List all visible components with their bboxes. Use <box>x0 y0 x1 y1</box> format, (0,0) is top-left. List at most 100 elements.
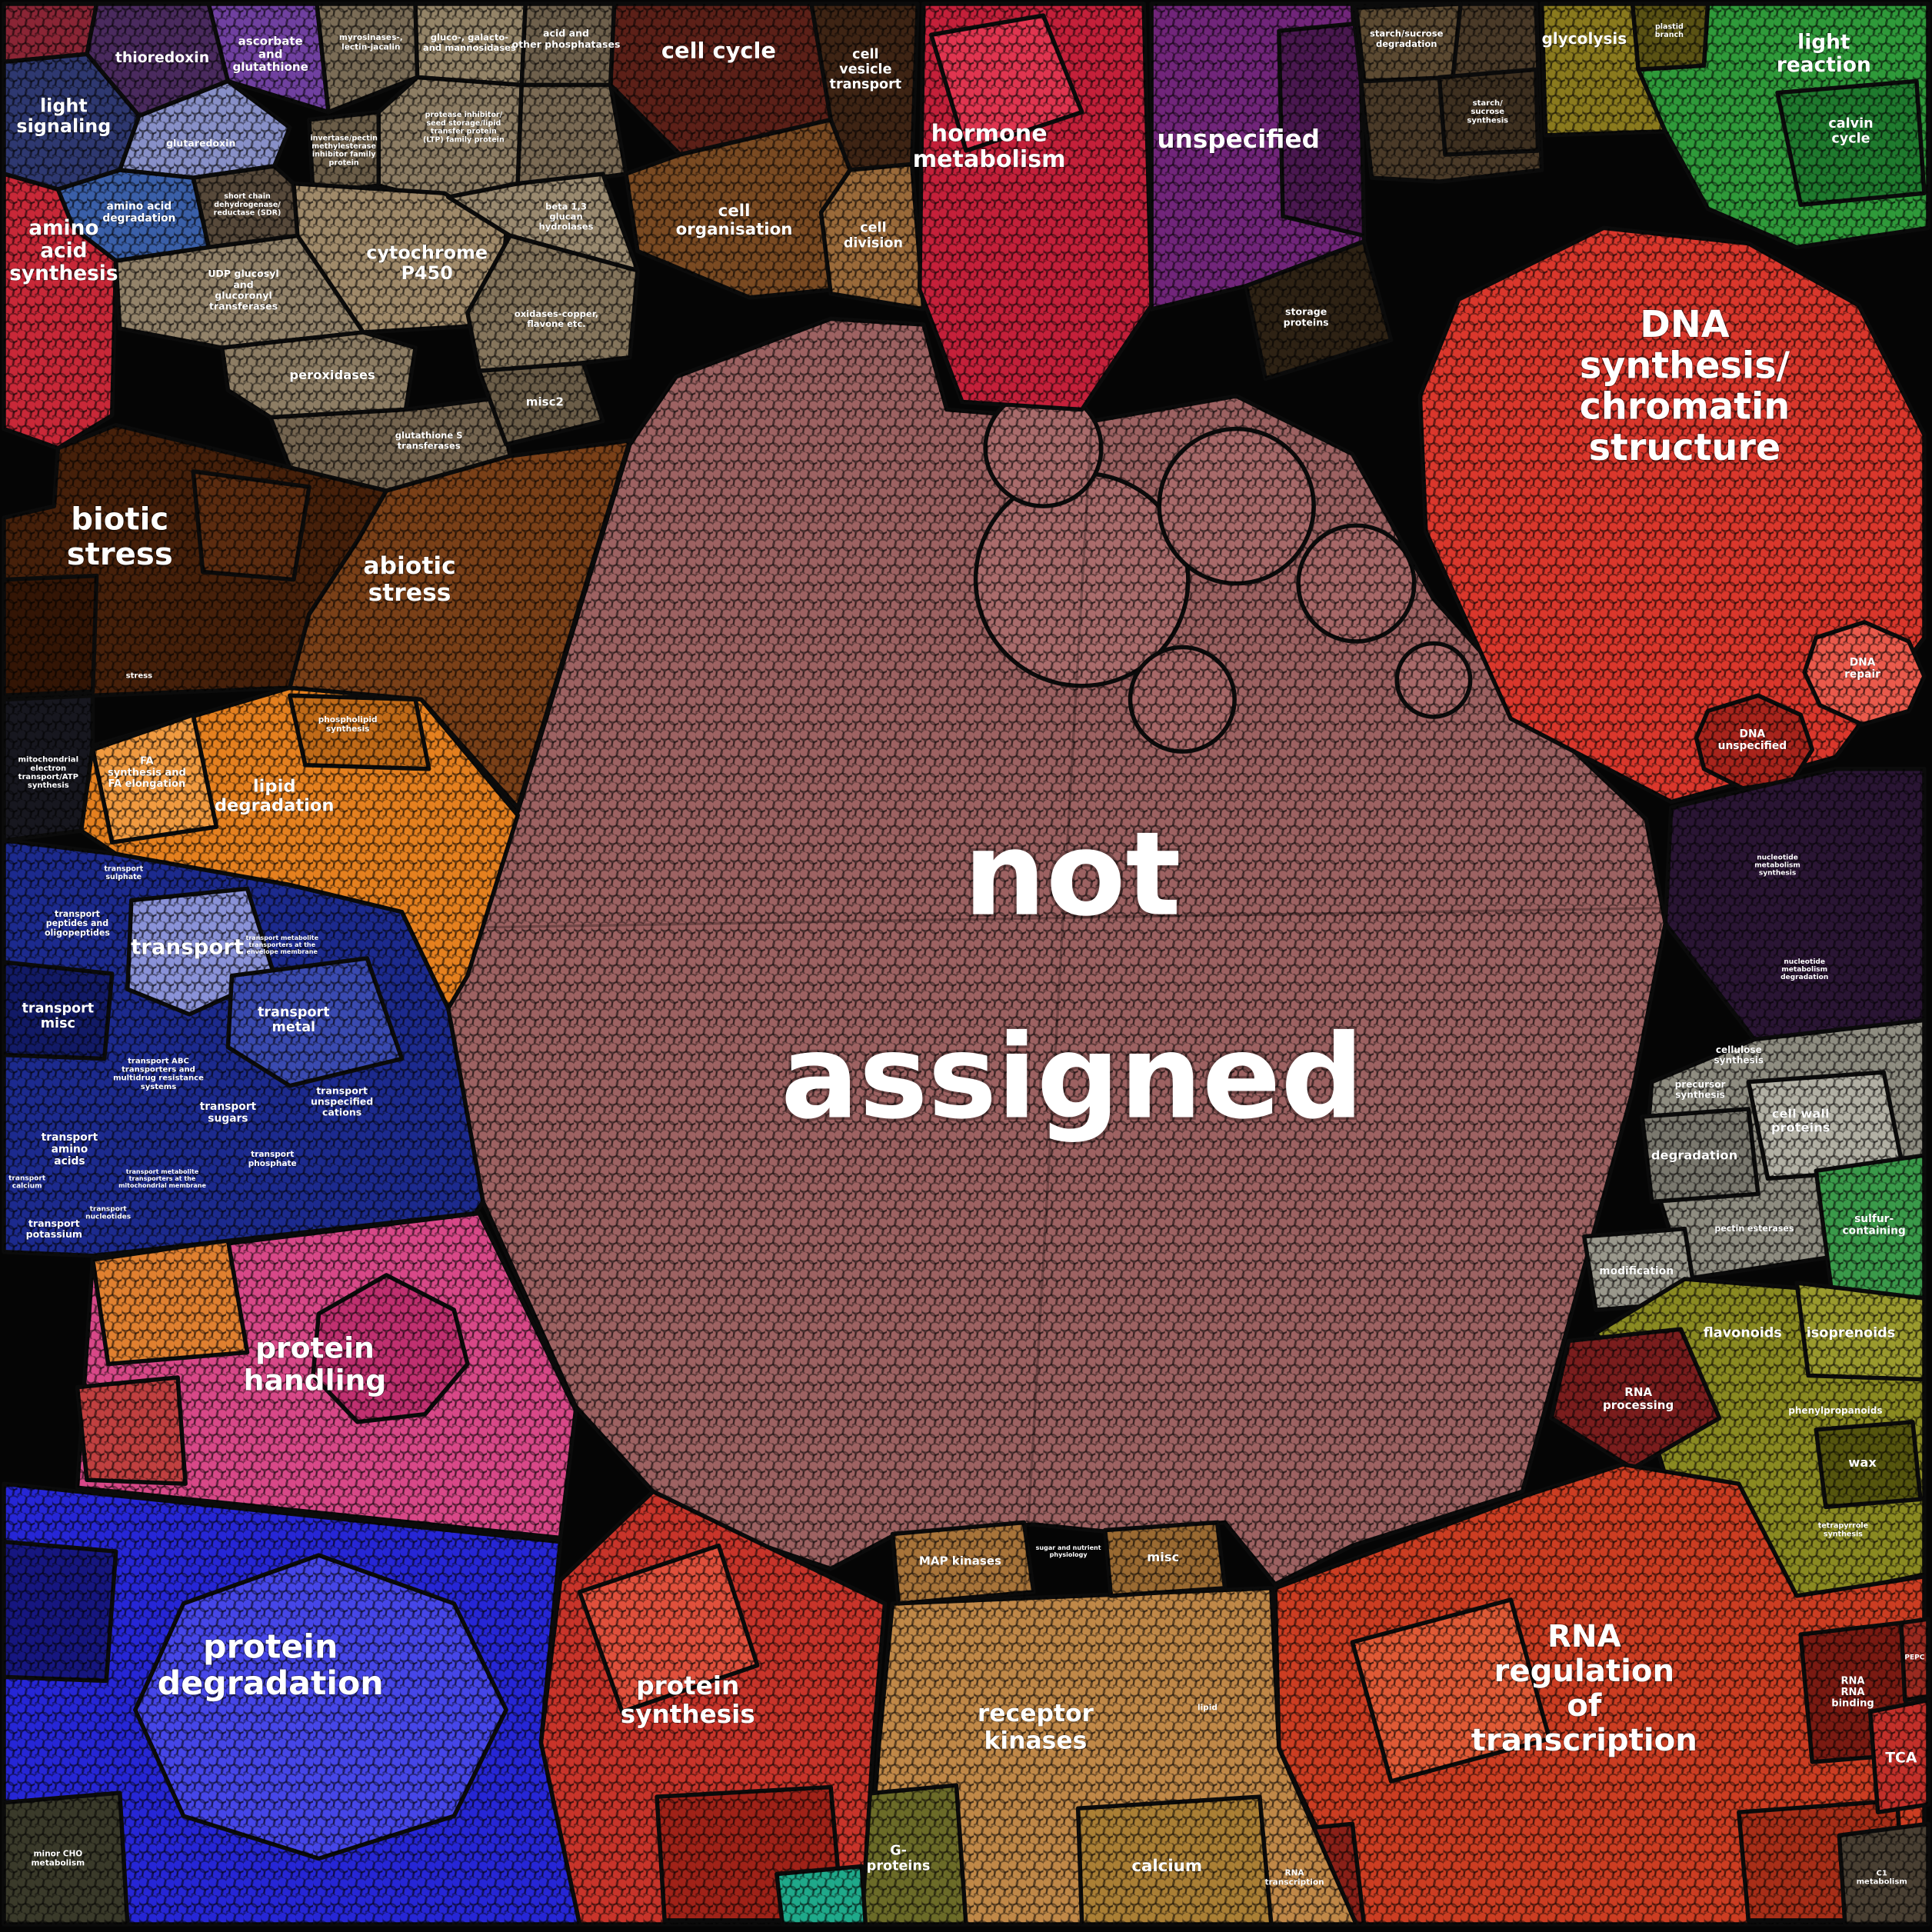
region-nucleotide-metabolism-texture <box>1665 768 1924 1040</box>
region-plastid-branch-texture <box>1632 4 1708 70</box>
label-g: G-proteins <box>867 1844 931 1874</box>
region-teal-patch-texture <box>776 1866 866 1924</box>
center-divider-2 <box>1022 421 1093 1601</box>
region-mitochondrial-electron-transport-texture <box>4 695 93 841</box>
region-fa-synthesis-patch-texture <box>92 715 217 843</box>
region-amino-acid-degradation-texture <box>58 170 209 261</box>
region-biotic-mid-texture <box>193 471 309 580</box>
label-stress: stress <box>126 672 152 681</box>
label-gluco-galacto: gluco-, galacto-and mannosidases <box>423 32 516 53</box>
label-pepc: PEPC <box>1904 1654 1924 1661</box>
region-center-blob-1-texture <box>975 473 1188 686</box>
region-biotic-dark-texture <box>4 575 97 696</box>
label-degradation: degradation <box>1651 1148 1737 1163</box>
label-calcium: calcium <box>1131 1857 1202 1876</box>
region-acid-other-phosphatases-texture <box>521 4 615 85</box>
region-starch-sucrose-degradation-texture <box>1356 4 1461 82</box>
label-misc: misc <box>1147 1550 1179 1564</box>
label-flavonoids: flavonoids <box>1704 1325 1782 1341</box>
region-cell-vesicle-transport-texture <box>811 4 918 171</box>
region-phospholipid-patch-texture <box>289 695 429 769</box>
region-rna-processing-texture <box>1551 1329 1720 1469</box>
region-cell-wall-proteins-texture <box>1748 1072 1904 1179</box>
label-pectin-esterases: pectin esterases <box>1714 1224 1794 1234</box>
label-map-kinases: MAP kinases <box>919 1554 1001 1568</box>
region-calvin-cycle-texture <box>1777 81 1924 205</box>
region-center-blob-6-texture <box>1397 643 1471 717</box>
region-protease-inhibitor-ltp-texture <box>378 77 522 203</box>
label-unspecified: unspecified <box>1157 125 1320 154</box>
region-glutaredoxin-texture <box>119 81 290 178</box>
center-divider-1 <box>482 907 1662 929</box>
region-short-chain-dehydrogenase-texture <box>193 166 298 248</box>
region-center-blob-4-texture <box>985 390 1101 507</box>
label-glutaredoxin: glutaredoxin <box>166 137 235 148</box>
label-wax: wax <box>1848 1455 1877 1470</box>
region-cytochrome-p450-texture <box>293 183 507 333</box>
region-signalling-misc-texture <box>1104 1522 1225 1596</box>
region-sulfur-containing-texture <box>1816 1155 1924 1299</box>
region-rna-reg-sub-light-texture <box>1352 1599 1550 1782</box>
region-amino-acid-synthesis-texture <box>4 174 116 448</box>
region-starch-sucrose-synthesis-texture <box>1439 69 1538 155</box>
region-isoprenoids-patch-texture <box>1797 1282 1924 1380</box>
region-protein-handling-deep-texture <box>312 1274 468 1422</box>
region-cell-cycle-texture <box>610 4 831 155</box>
region-tca-texture <box>1870 1700 1928 1813</box>
region-misc-filler-texture <box>518 85 626 184</box>
region-cell-wall-degradation-texture <box>1642 1108 1758 1202</box>
region-udp-glucosyl-transferases-texture <box>115 235 364 348</box>
label-oxidases-copper: oxidases-copper,flavone etc. <box>515 308 598 329</box>
region-pepc-texture <box>1900 1619 1928 1700</box>
region-protein-handling-orange-texture <box>92 1240 248 1364</box>
region-peroxidases-texture <box>222 332 416 418</box>
region-dna-repair-texture <box>1804 621 1924 724</box>
label-peroxidases: peroxidases <box>289 368 375 382</box>
region-ascorbate-and-glutathione-texture <box>208 4 329 112</box>
region-beta-glucan-hydrolases-texture <box>448 174 638 271</box>
region-oxidases-copper-flavone-texture <box>467 235 638 371</box>
region-misc2-texture <box>478 363 603 445</box>
